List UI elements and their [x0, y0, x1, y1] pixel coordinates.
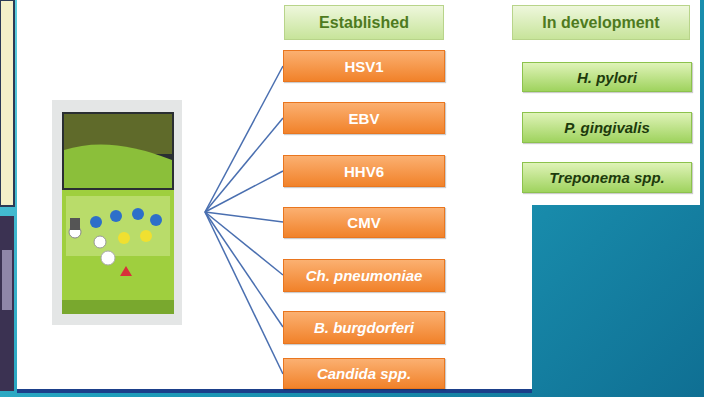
- fan-line: [205, 66, 283, 374]
- pathogen-box: B. burgdorferi: [283, 311, 445, 344]
- box-label: CMV: [347, 214, 380, 231]
- box-label: Ch. pneumoniae: [306, 267, 423, 284]
- box-label: H. pylori: [577, 69, 637, 86]
- box-label: B. burgdorferi: [314, 319, 414, 336]
- box-label: Candida spp.: [317, 365, 411, 382]
- pathogen-box: Candida spp.: [283, 358, 445, 389]
- box-label: P. gingivalis: [564, 119, 650, 136]
- cropped-image: [2, 250, 12, 310]
- box-label: In development: [542, 14, 659, 32]
- pathogen-box: HSV1: [283, 50, 445, 82]
- bottom-rule: [17, 389, 532, 393]
- pathogen-box: CMV: [283, 207, 445, 238]
- pathogen-box: EBV: [283, 102, 445, 134]
- box-label: Established: [319, 14, 409, 32]
- kit-photo: [52, 100, 182, 325]
- pathogen-box: H. pylori: [522, 62, 692, 92]
- cropped-image: [0, 216, 14, 391]
- pathogen-box: P. gingivalis: [522, 112, 692, 143]
- white-panel: [17, 0, 700, 392]
- column-header: Established: [284, 5, 444, 40]
- box-label: Treponema spp.: [549, 169, 665, 186]
- box-label: HSV1: [344, 58, 383, 75]
- box-label: HHV6: [344, 163, 384, 180]
- pathogen-box: HHV6: [283, 155, 445, 187]
- cropped-image: [0, 0, 14, 206]
- box-label: EBV: [349, 110, 380, 127]
- column-header: In development: [512, 5, 690, 40]
- pathogen-box: Ch. pneumoniae: [283, 259, 445, 292]
- pathogen-box: Treponema spp.: [522, 162, 692, 193]
